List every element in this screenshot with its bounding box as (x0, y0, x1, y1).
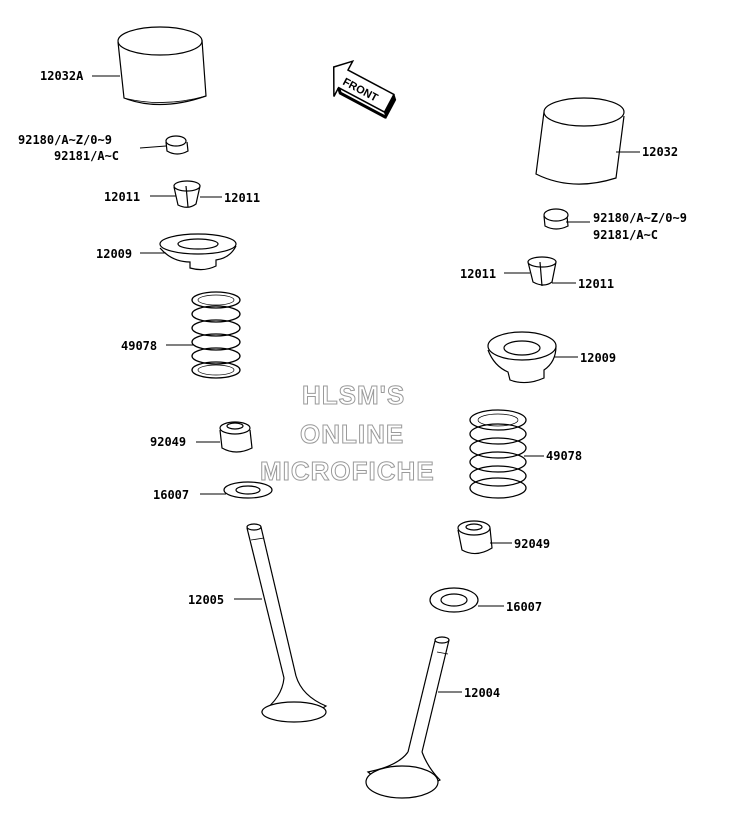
spring-right (469, 409, 527, 499)
washer-right (429, 587, 479, 613)
washer-left (223, 481, 273, 499)
label-12011-right-b: 12011 (578, 277, 615, 291)
shim-left (165, 135, 189, 155)
label-92180-left: 92180/A~Z/0~9 (18, 133, 112, 147)
label-12032a: 12032A (40, 69, 84, 83)
valve-left (246, 523, 328, 723)
watermark-line3: MICROFICHE (260, 456, 435, 487)
spring-left (191, 291, 241, 379)
front-arrow (332, 59, 397, 120)
retainer-left (159, 233, 237, 271)
stem-seal-right (457, 520, 493, 555)
label-16007-right: 16007 (506, 600, 543, 614)
label-12032: 12032 (642, 145, 679, 159)
cotter-right (527, 256, 557, 287)
tappet-right (535, 97, 625, 185)
label-49078-right: 49078 (546, 449, 583, 463)
label-92049-right: 92049 (514, 537, 551, 551)
tappet-left (117, 26, 207, 106)
shim-right (543, 208, 569, 230)
label-49078-left: 49078 (121, 339, 158, 353)
label-12004: 12004 (464, 686, 501, 700)
label-12009-right: 12009 (580, 351, 617, 365)
label-12009-left: 12009 (96, 247, 133, 261)
watermark-line2: ONLINE (299, 419, 405, 450)
watermark-line1: HLSM'S (301, 380, 406, 411)
label-92181-left: 92181/A~C (54, 149, 120, 163)
label-16007-left: 16007 (153, 488, 190, 502)
leader-lines (92, 75, 640, 693)
label-12011-left-b: 12011 (224, 191, 261, 205)
label-92181-right: 92181/A~C (593, 228, 659, 242)
stem-seal-left (219, 421, 253, 453)
label-92049-left: 92049 (150, 435, 187, 449)
label-12011-right-a: 12011 (460, 267, 497, 281)
cotter-left (173, 180, 201, 208)
valve-right (365, 636, 450, 799)
label-92180-right: 92180/A~Z/0~9 (593, 211, 687, 225)
label-12005: 12005 (188, 593, 225, 607)
retainer-right (487, 331, 557, 384)
label-12011-left-a: 12011 (104, 190, 141, 204)
